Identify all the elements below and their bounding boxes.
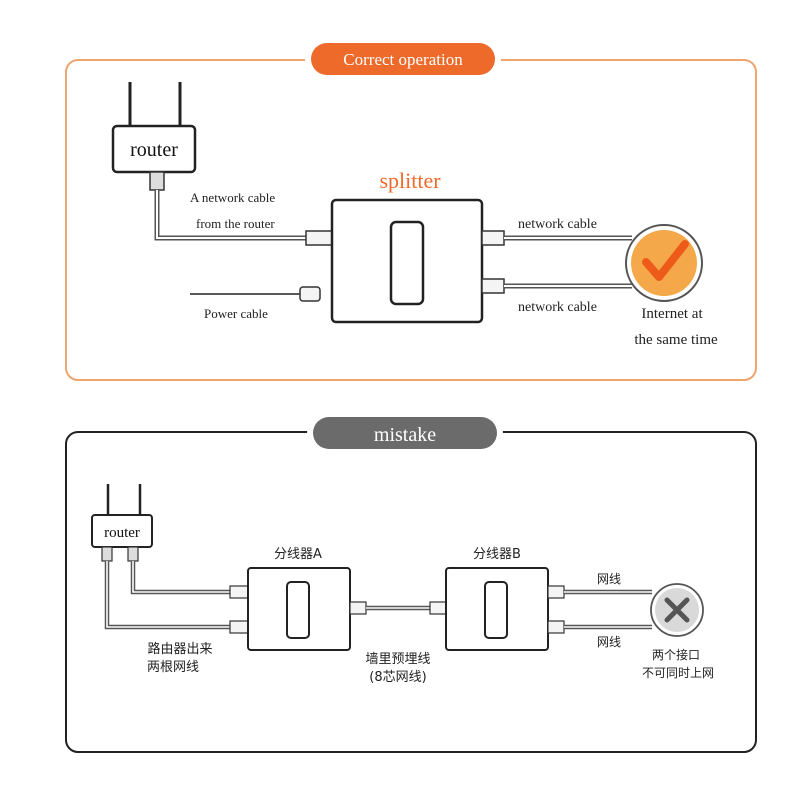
splitter-b bbox=[445, 567, 549, 651]
splitter-a bbox=[247, 567, 351, 651]
router-label-bottom: router bbox=[104, 525, 140, 541]
splitter-label: splitter bbox=[379, 168, 441, 193]
splitter-top bbox=[330, 198, 484, 324]
network-cable-top-label: network cable bbox=[518, 217, 597, 232]
result-line-2: the same time bbox=[634, 332, 718, 348]
router-bottom: router bbox=[91, 484, 153, 562]
router-cable-label-1: A network cable bbox=[190, 190, 275, 205]
mistake-result-line-2: 不可同时上网 bbox=[642, 666, 714, 680]
mistake-badge-label: mistake bbox=[374, 424, 436, 446]
mistake-result-line-1: 两个接口 bbox=[652, 647, 700, 662]
mistake-badge: mistake bbox=[307, 412, 503, 454]
result-line-1: Internet at bbox=[641, 306, 703, 322]
correct-panel: Correct operation router A network cable… bbox=[65, 38, 757, 381]
router-cables-label-2: 两根网线 bbox=[147, 660, 199, 675]
router-cable-a bbox=[130, 561, 232, 595]
router-cable-label-2: from the router bbox=[196, 216, 275, 231]
mistake-cable-top-label: 网线 bbox=[597, 572, 621, 586]
splitter-output-plug-bottom bbox=[481, 278, 505, 294]
power-cable-label: Power cable bbox=[204, 306, 268, 321]
mistake-panel: mistake router 路由器出来 两根网线 分线器A bbox=[65, 412, 757, 753]
check-icon bbox=[625, 224, 703, 302]
splitter-a-label: 分线器A bbox=[274, 547, 322, 562]
correct-badge-label: Correct operation bbox=[343, 50, 463, 69]
router-top: router bbox=[111, 82, 197, 191]
cross-icon bbox=[650, 583, 704, 637]
mistake-cable-bottom-label: 网线 bbox=[597, 635, 621, 649]
wall-cable-label-1: 墙里预埋线 bbox=[365, 652, 430, 667]
router-label-top: router bbox=[130, 139, 178, 161]
splitter-b-label: 分线器B bbox=[473, 547, 521, 562]
wall-cable-label-2: (8芯网线) bbox=[369, 670, 426, 685]
correct-badge: Correct operation bbox=[305, 38, 501, 80]
power-plug bbox=[299, 286, 321, 302]
network-cable-bottom-label: network cable bbox=[518, 300, 597, 315]
splitter-output-plug-top bbox=[481, 230, 505, 246]
router-cables-label-1: 路由器出来 bbox=[147, 641, 212, 657]
splitter-input-plug bbox=[305, 230, 335, 246]
